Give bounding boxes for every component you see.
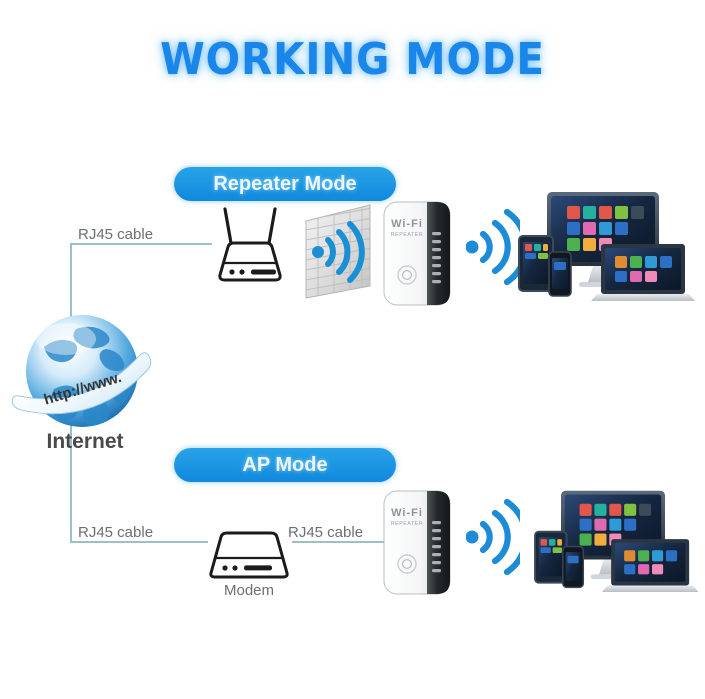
repeater-brand-text-ap: Wi-Fi bbox=[391, 507, 423, 519]
rj45-cable-label-repeater: RJ45 cable bbox=[78, 226, 154, 243]
repeater-sub-text: REPEATER bbox=[391, 232, 423, 238]
connector-line-modem-to-extender bbox=[292, 541, 388, 543]
mode-badge-repeater-label: Repeater Mode bbox=[213, 172, 357, 195]
devices-cluster-icon bbox=[505, 186, 701, 304]
rj45-cable-label-ap-left: RJ45 cable bbox=[78, 524, 154, 541]
globe-icon: http://www. bbox=[10, 303, 160, 463]
connector-line-horizontal-lower bbox=[70, 541, 208, 543]
connector-line-vertical-upper bbox=[70, 243, 72, 328]
internet-label: Internet bbox=[46, 430, 124, 453]
connector-line-vertical-lower bbox=[70, 420, 72, 543]
mode-badge-ap-label: AP Mode bbox=[242, 453, 328, 476]
modem-icon bbox=[203, 527, 295, 579]
wireless-router-icon bbox=[198, 203, 302, 289]
mode-badge-repeater[interactable]: Repeater Mode bbox=[174, 167, 396, 201]
page-title: WORKING MODE bbox=[160, 34, 545, 85]
wifi-signal-icon-ap bbox=[465, 493, 529, 581]
repeater-sub-text-ap: REPEATER bbox=[391, 521, 423, 527]
rj45-cable-label-ap-right: RJ45 cable bbox=[288, 524, 364, 541]
wifi-repeater-icon: Wi-Fi REPEATER bbox=[383, 200, 451, 307]
wifi-repeater-icon-ap: Wi-Fi REPEATER bbox=[383, 489, 451, 596]
repeater-brand-text: Wi-Fi bbox=[391, 218, 423, 230]
wifi-through-wall-icon bbox=[300, 203, 378, 300]
modem-label: Modem bbox=[223, 582, 275, 599]
mode-badge-ap[interactable]: AP Mode bbox=[174, 448, 396, 482]
devices-cluster-icon-ap bbox=[522, 481, 704, 599]
connector-line-horizontal-upper bbox=[70, 243, 212, 245]
